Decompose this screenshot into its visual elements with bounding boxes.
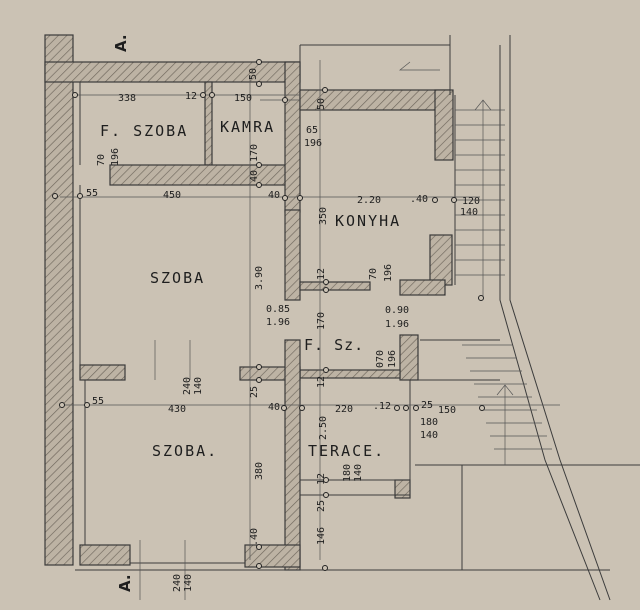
dim-label: 55 bbox=[86, 188, 98, 199]
dim-label: 65 bbox=[306, 125, 318, 136]
dim-label: 430 bbox=[168, 404, 186, 415]
dim-label: 170 bbox=[316, 312, 327, 330]
dim-label: 180 bbox=[420, 417, 438, 428]
dim-label: 120 bbox=[462, 196, 480, 207]
dim-label: 50 bbox=[316, 98, 327, 110]
dim-label: 0.85 bbox=[266, 304, 290, 315]
dim-label: 0.90 bbox=[385, 305, 409, 316]
section-mark-bottom: A. bbox=[116, 574, 134, 592]
dim-label: 146 bbox=[316, 527, 327, 545]
dim-label: 12 bbox=[185, 91, 197, 102]
dim-label: 220 bbox=[335, 404, 353, 415]
dim-label: .12 bbox=[373, 401, 391, 412]
staircase-lower bbox=[462, 344, 552, 465]
dim-label: 140 bbox=[353, 464, 364, 482]
dim-label: 40 bbox=[268, 402, 280, 413]
dim-label: 196 bbox=[383, 264, 394, 282]
dim-label: 1.96 bbox=[266, 317, 290, 328]
dim-label: 2.20 bbox=[357, 195, 381, 206]
dim-label: 380 bbox=[254, 462, 265, 480]
dim-label: 070 bbox=[375, 350, 386, 368]
dim-label: 40 bbox=[268, 190, 280, 201]
room-label-terace: TERACE. bbox=[308, 442, 385, 460]
room-label-kamra: KAMRA bbox=[220, 118, 275, 136]
dim-label: 180 bbox=[342, 464, 353, 482]
dim-label: 240 bbox=[172, 574, 183, 592]
dim-label: 150 bbox=[438, 405, 456, 416]
dim-label: 1.96 bbox=[385, 319, 409, 330]
room-label-f-sz: F. Sz. bbox=[304, 336, 364, 354]
room-label-f-szoba: F. SZOBA bbox=[100, 122, 188, 140]
dim-label: .40 bbox=[410, 194, 428, 205]
dim-label: 196 bbox=[304, 138, 322, 149]
dimension-labels: 338 12 150 50 50 65 196 170 70 196 40 55… bbox=[86, 68, 480, 592]
dim-label: .40 bbox=[249, 528, 260, 546]
walls bbox=[44, 34, 454, 571]
dim-label: 170 bbox=[249, 144, 260, 162]
dim-label: 196 bbox=[387, 350, 398, 368]
dim-label: 3.90 bbox=[254, 266, 265, 290]
dim-label: 350 bbox=[318, 207, 329, 225]
section-mark-top: A. bbox=[112, 34, 130, 52]
staircase-upper bbox=[399, 61, 505, 300]
dim-label: 70 bbox=[96, 154, 107, 166]
dim-label: 150 bbox=[234, 93, 252, 104]
dim-label: 450 bbox=[163, 190, 181, 201]
dim-label: 2.50 bbox=[318, 416, 329, 440]
dim-label: 25 bbox=[249, 386, 260, 398]
dim-label: 140 bbox=[460, 207, 478, 218]
dim-label: 140 bbox=[183, 574, 194, 592]
dim-label: 338 bbox=[118, 93, 136, 104]
room-label-szoba-lower: SZOBA. bbox=[152, 442, 218, 460]
dim-label: 240 bbox=[182, 377, 193, 395]
dim-label: 50 bbox=[248, 68, 259, 80]
dimension-points bbox=[52, 59, 485, 571]
dim-label: 12 bbox=[316, 473, 327, 485]
dim-label: 196 bbox=[110, 148, 121, 166]
dim-label: 12 bbox=[316, 376, 327, 388]
dim-label: 55 bbox=[92, 396, 104, 407]
dim-label: 140 bbox=[420, 430, 438, 441]
dim-label: 140 bbox=[193, 377, 204, 395]
dim-label: 12 bbox=[316, 268, 327, 280]
room-label-konyha: KONYHA bbox=[335, 212, 401, 230]
dim-label: 70 bbox=[368, 268, 379, 280]
dim-label: 40 bbox=[249, 170, 260, 182]
construction-lines bbox=[60, 35, 640, 601]
room-label-szoba-upper: SZOBA bbox=[150, 269, 205, 287]
dim-label: 25 bbox=[316, 500, 327, 512]
dim-label: .25 bbox=[415, 400, 433, 411]
